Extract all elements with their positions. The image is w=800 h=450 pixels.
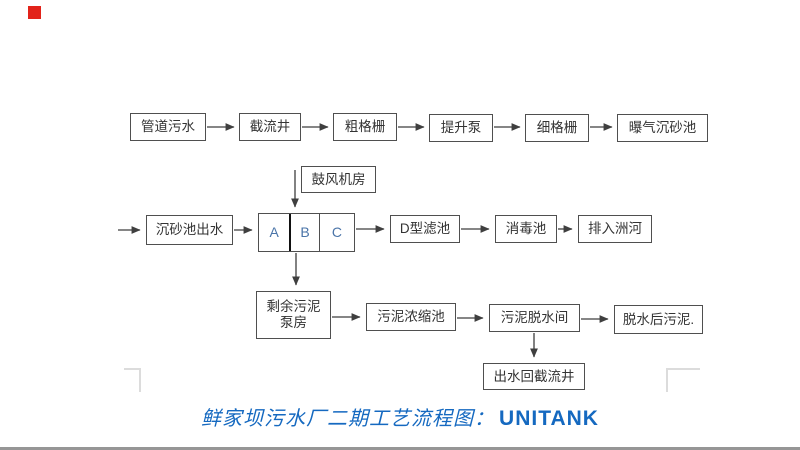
- node-dewatered-sludge: 脱水后污泥.: [614, 305, 703, 334]
- node-label: 出水回截流井: [493, 368, 575, 384]
- node-coarse-screen: 粗格栅: [333, 113, 397, 141]
- figure-caption: 鲜家坝污水厂二期工艺流程图：UNITANK: [0, 402, 800, 431]
- node-label: 消毒池: [505, 221, 547, 237]
- cell-label: A: [269, 224, 279, 241]
- node-label: 提升泵: [440, 120, 482, 136]
- node-label: 脱水后污泥.: [622, 311, 695, 327]
- node-sludge-dewatering-room: 污泥脱水间: [489, 304, 580, 332]
- node-surplus-sludge-pump-house: 剩余污泥 泵房: [256, 291, 331, 339]
- cell-label: B: [300, 224, 310, 241]
- node-label: 排入洲河: [588, 221, 642, 237]
- node-discharge-to-river: 排入洲河: [578, 215, 652, 243]
- node-grit-tank-outflow: 沉砂池出水: [146, 215, 233, 245]
- node-label-line2: 泵房: [280, 315, 307, 330]
- node-label: 污泥脱水间: [500, 310, 569, 326]
- node-label: 粗格栅: [344, 119, 386, 135]
- unitank-cell-a: A: [259, 214, 292, 251]
- flow-arrows: [118, 123, 613, 358]
- caption-chinese-title: 鲜家坝污水厂二期工艺流程图：: [201, 408, 496, 430]
- corner-line-horizontal: [124, 368, 141, 370]
- node-pipe-sewage: 管道污水: [130, 113, 206, 141]
- node-effluent-return-intercept-well: 出水回截流井: [483, 363, 585, 390]
- node-intercept-well: 截流井: [239, 113, 301, 141]
- table-corner-mark-right: [666, 368, 700, 392]
- node-disinfection-tank: 消毒池: [495, 215, 557, 243]
- node-sludge-thickening-tank: 污泥浓缩池: [366, 303, 456, 331]
- node-blower-room: 鼓风机房: [301, 166, 376, 193]
- bottom-divider-line: [0, 447, 800, 450]
- node-label-line1: 剩余污泥: [266, 299, 321, 315]
- unitank-cell-c: C: [320, 214, 354, 251]
- unitank-cells: A B C: [259, 214, 354, 251]
- table-corner-mark-left: [124, 368, 141, 392]
- node-label: 曝气沉砂池: [628, 120, 697, 136]
- corner-line-vertical: [139, 368, 141, 392]
- node-label: 细格栅: [536, 120, 578, 136]
- node-fine-screen: 细格栅: [525, 114, 589, 142]
- node-label: 管道污水: [141, 119, 195, 135]
- node-lift-pump: 提升泵: [429, 114, 493, 142]
- caption-unitank-label: UNITANK: [499, 407, 599, 430]
- corner-line-vertical: [666, 368, 668, 392]
- node-label: D型滤池: [399, 221, 451, 237]
- node-label: 污泥浓缩池: [377, 309, 445, 325]
- cell-label: C: [331, 224, 342, 241]
- unitank-cell-b: B: [291, 214, 320, 251]
- node-label: 截流井: [249, 119, 291, 135]
- corner-line-horizontal: [666, 368, 700, 370]
- node-unitank-abc: A B C: [258, 213, 355, 252]
- node-aerated-grit-tank: 曝气沉砂池: [617, 114, 708, 142]
- node-d-type-filter: D型滤池: [390, 215, 460, 243]
- red-square-marker: [28, 6, 41, 19]
- node-label: 沉砂池出水: [155, 222, 224, 238]
- node-label: 鼓风机房: [311, 171, 366, 187]
